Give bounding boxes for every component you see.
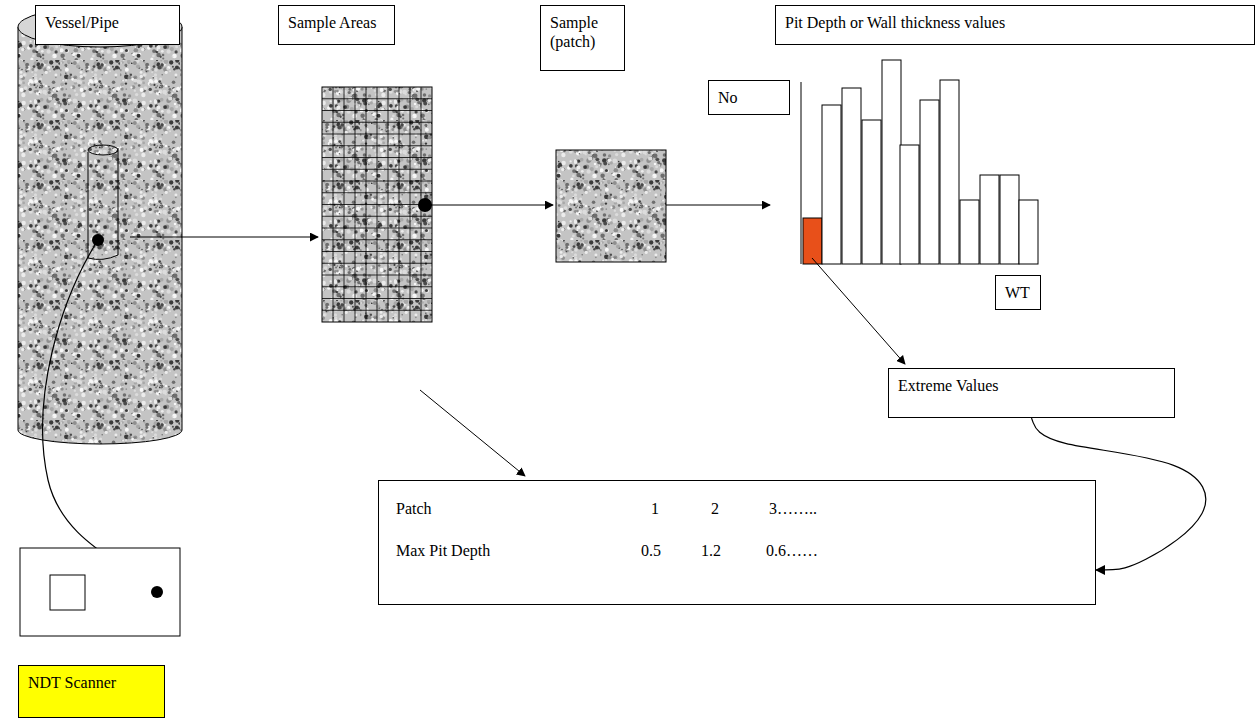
- title-box: Pit Depth or Wall thickness values: [775, 5, 1255, 45]
- sample-grid: [322, 87, 432, 322]
- arrow: [425, 205, 553, 206]
- sample-strip: [88, 145, 118, 259]
- box-label: Sample Areas: [288, 13, 385, 32]
- box-label: Vessel/Pipe: [45, 13, 170, 32]
- title-box: Vessel/Pipe: [35, 5, 180, 45]
- box-label: No: [718, 88, 780, 107]
- axis-label-box: No: [708, 80, 790, 115]
- arrow: [420, 390, 525, 476]
- table-cell: 0.6……: [766, 541, 818, 560]
- box-label: Extreme Values: [898, 376, 1165, 395]
- title-box: Sample Areas: [278, 5, 395, 45]
- table-cell: 3……..: [769, 499, 817, 518]
- callout-box: Extreme Values: [888, 368, 1175, 418]
- vessel-cylinder: [18, 7, 182, 444]
- scanner-unit: [20, 548, 180, 636]
- title-box: Sample (patch): [540, 5, 625, 71]
- table-cell: 2: [711, 499, 719, 518]
- box-label: WT: [1005, 283, 1031, 302]
- label-box: NDT Scanner: [18, 665, 165, 718]
- arrow: [130, 237, 318, 238]
- table-cell: 1: [651, 499, 659, 518]
- table-cell: 1.2: [701, 541, 721, 560]
- box-label: Sample (patch): [550, 13, 615, 51]
- patch-sample: [556, 150, 666, 262]
- table-cell: Patch: [396, 499, 432, 518]
- axis-label-box: WT: [995, 275, 1041, 310]
- table-cell: Max Pit Depth: [396, 541, 490, 560]
- histogram: [801, 60, 1038, 264]
- data-table: Patch 1 2 3…….. Max Pit Depth 0.5 1.2 0.6……: [378, 480, 1096, 605]
- arrow: [812, 258, 905, 364]
- table-cell: 0.5: [641, 541, 661, 560]
- box-label: NDT Scanner: [28, 673, 155, 692]
- arrow: [666, 205, 770, 206]
- scanner-cable: [43, 240, 157, 592]
- box-label: Pit Depth or Wall thickness values: [785, 13, 1245, 32]
